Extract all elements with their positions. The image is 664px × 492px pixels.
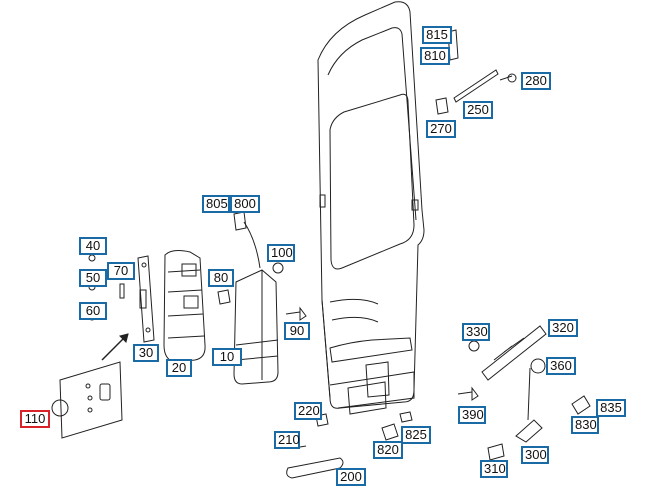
rear-door-drawing <box>317 1 425 415</box>
part-label-390[interactable]: 390 <box>458 406 486 424</box>
part-label-800[interactable]: 800 <box>230 195 260 213</box>
part-label-820[interactable]: 820 <box>373 441 403 459</box>
part-label-100[interactable]: 100 <box>267 244 295 262</box>
part-label-220[interactable]: 220 <box>294 402 322 420</box>
part-label-60[interactable]: 60 <box>79 302 107 320</box>
part-label-70[interactable]: 70 <box>107 262 135 280</box>
part-label-50[interactable]: 50 <box>79 269 107 287</box>
bulb-40-drawing <box>88 254 96 262</box>
part-label-110[interactable]: 110 <box>20 410 50 428</box>
part-label-80[interactable]: 80 <box>208 269 234 287</box>
tool-kit-drawing <box>51 361 123 439</box>
part-label-320[interactable]: 320 <box>548 319 578 337</box>
part-label-830[interactable]: 830 <box>571 416 599 434</box>
part-label-300[interactable]: 300 <box>521 446 549 464</box>
part-label-10[interactable]: 10 <box>212 348 242 366</box>
part-label-360[interactable]: 360 <box>546 357 576 375</box>
part-label-40[interactable]: 40 <box>79 237 107 255</box>
part-label-20[interactable]: 20 <box>166 359 192 377</box>
part-label-815[interactable]: 815 <box>422 26 452 44</box>
cap-360-drawing <box>530 358 546 374</box>
switch-830-drawing <box>571 395 591 415</box>
part-label-90[interactable]: 90 <box>284 322 310 340</box>
part-label-310[interactable]: 310 <box>480 460 508 478</box>
part-label-250[interactable]: 250 <box>463 101 493 119</box>
part-label-810[interactable]: 810 <box>420 47 450 65</box>
nut-100-drawing <box>272 262 284 274</box>
bracket-drawing <box>435 29 517 115</box>
part-label-835[interactable]: 835 <box>596 399 626 417</box>
part-820-drawing <box>399 411 413 423</box>
part-label-270[interactable]: 270 <box>426 120 456 138</box>
part-220-drawing <box>315 413 329 427</box>
part-label-330[interactable]: 330 <box>462 323 490 341</box>
lock-300-drawing <box>515 419 543 443</box>
part-label-30[interactable]: 30 <box>133 344 159 362</box>
part-label-210[interactable]: 210 <box>274 431 300 449</box>
clip-80-drawing <box>217 289 231 305</box>
sensor-800-drawing <box>233 211 247 231</box>
bulb-310-drawing <box>487 443 505 461</box>
tail-lamp-right-drawing <box>233 269 279 385</box>
part-label-280[interactable]: 280 <box>521 72 551 90</box>
screw-390-drawing <box>457 386 479 401</box>
bulb-holder-strip-drawing <box>119 255 155 343</box>
nut-330-drawing <box>468 340 480 352</box>
tail-lamp-left-drawing <box>163 250 206 363</box>
part-label-200[interactable]: 200 <box>336 468 366 486</box>
door-handle-drawing <box>481 325 547 381</box>
screw-90-drawing <box>285 306 307 321</box>
part-label-825[interactable]: 825 <box>401 426 431 444</box>
part-825-drawing <box>381 423 399 441</box>
license-lamp-drawing <box>286 457 344 479</box>
part-label-805[interactable]: 805 <box>202 195 230 213</box>
